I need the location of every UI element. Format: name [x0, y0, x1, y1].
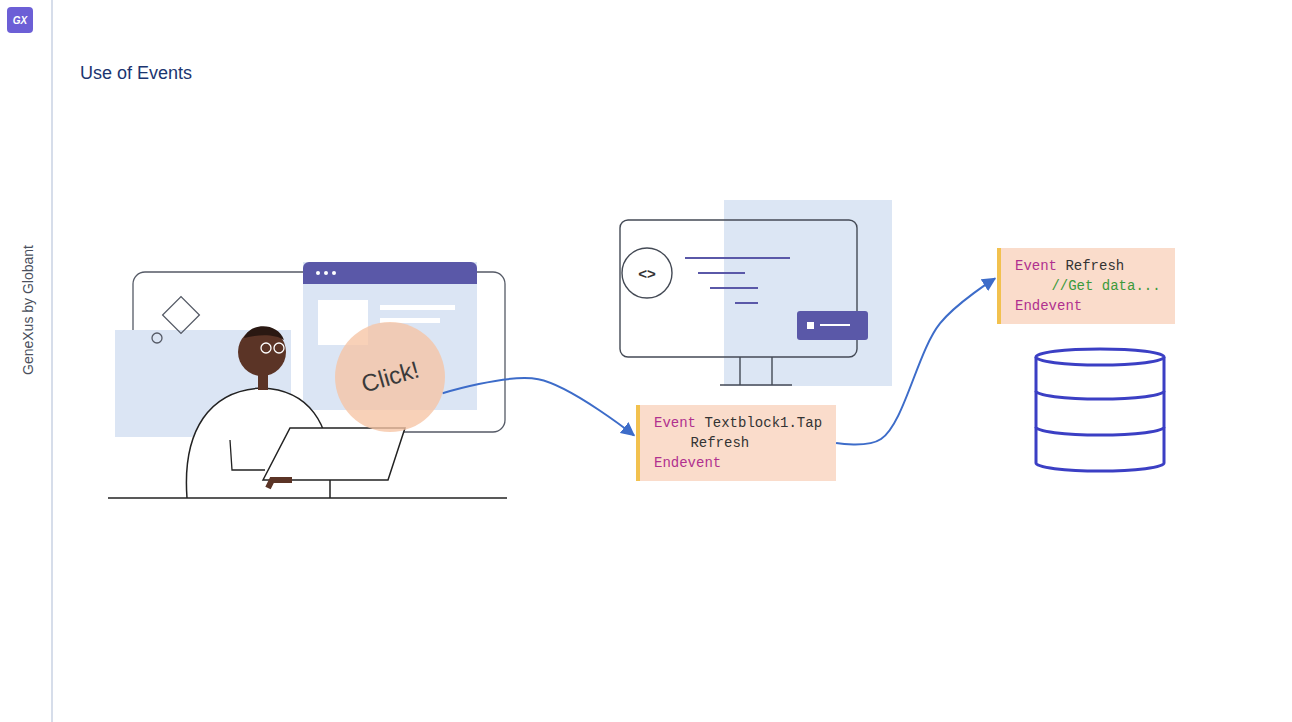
code-line: //Get data...: [1015, 276, 1161, 296]
illustration-part: [720, 357, 792, 385]
illustration-part: [324, 271, 328, 275]
illustration-part: [820, 324, 850, 326]
click-bubble: Click!: [335, 322, 445, 432]
slide-title: Use of Events: [80, 63, 192, 84]
illustration-part: [303, 274, 477, 284]
illustration-part: [735, 302, 758, 304]
code-line: Refresh: [654, 433, 822, 453]
flow-arrow: [836, 278, 995, 444]
database-cylinder: [1036, 349, 1164, 471]
illustration-part: [244, 326, 284, 340]
illustration-part: [274, 343, 284, 353]
code-box: Event Textblock1.TapRefreshEndevent: [636, 405, 836, 481]
code-line: Event Refresh: [1015, 256, 1161, 276]
illustration-part: [1036, 391, 1164, 399]
illustration-part: [303, 262, 477, 284]
code-line: Event Textblock1.Tap: [654, 413, 822, 433]
illustration-part: [710, 287, 758, 289]
illustration-part: [1036, 427, 1164, 435]
illustration-part: [685, 257, 790, 259]
illustration-part: [230, 440, 265, 470]
illustration-part: [152, 333, 162, 343]
code-box: Event Refresh//Get data...Endevent: [997, 248, 1175, 324]
illustration-part: [258, 372, 268, 390]
logo-text: GX: [13, 15, 27, 26]
code-icon: <>: [638, 265, 656, 282]
illustration-part: [316, 271, 320, 275]
flow-arrow: [443, 378, 634, 435]
logo-badge: [7, 7, 33, 33]
code-line: Endevent: [1015, 296, 1161, 316]
person-scene: [108, 262, 507, 498]
illustration-part: [1036, 357, 1164, 471]
illustration-part: [1036, 349, 1164, 365]
illustration-part: [724, 200, 892, 386]
brand-text: GeneXus by Globant: [20, 245, 36, 375]
illustration-part: [263, 428, 405, 480]
illustration-part: [807, 322, 814, 329]
illustration-part: [622, 248, 672, 298]
illustration-part: [797, 311, 868, 340]
illustration-part: [261, 343, 271, 353]
illustration-part: [332, 271, 336, 275]
click-label: Click!: [358, 355, 422, 398]
illustration-part: [108, 497, 507, 498]
illustration-part: [163, 297, 200, 334]
code-line: Endevent: [654, 453, 822, 473]
illustration-part: [698, 272, 745, 274]
illustration-part: [268, 480, 292, 488]
monitor-illustration: [620, 200, 892, 386]
illustration-part: [380, 305, 455, 310]
sidebar-line: [51, 0, 53, 722]
